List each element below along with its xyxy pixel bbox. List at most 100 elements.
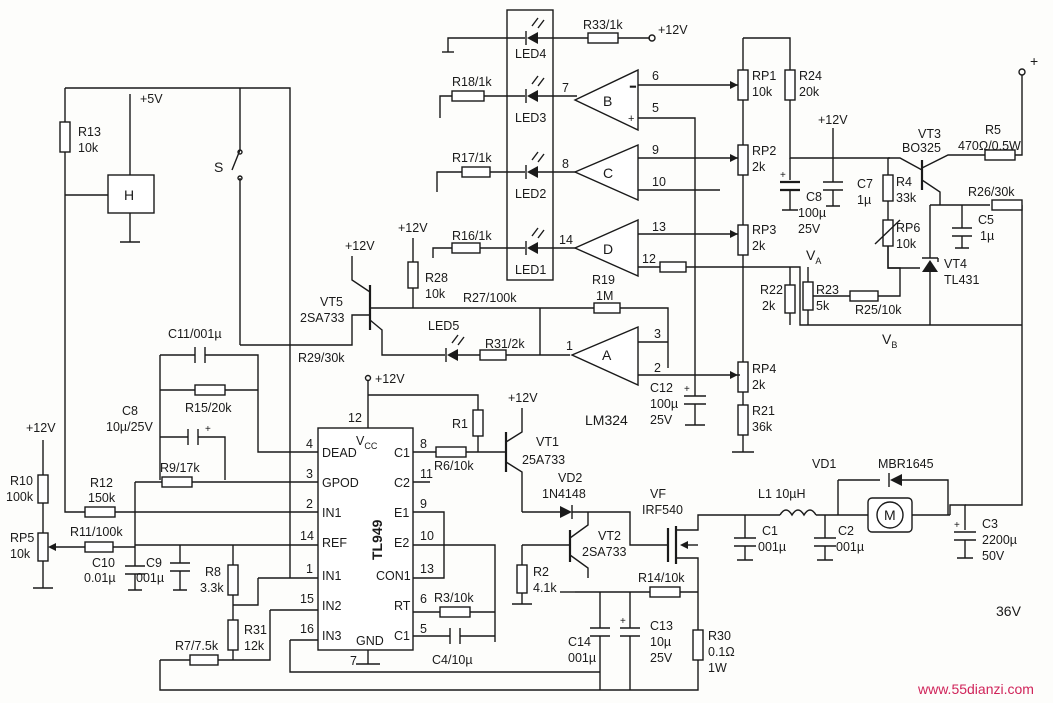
pin6-label: 6	[652, 69, 659, 83]
vd2-value: 1N4148	[542, 487, 586, 501]
r31a-resistor	[479, 349, 507, 361]
rp2-label: RP2	[752, 144, 776, 158]
r31b-value: 12k	[244, 639, 265, 653]
r23-label: R23	[816, 283, 839, 297]
c1-value: 001µ	[758, 540, 786, 554]
r22-value: 2k	[762, 299, 776, 313]
rp4-resistor	[737, 361, 749, 393]
c2-label: C2	[838, 524, 854, 538]
c7-value: 1µ	[857, 193, 871, 207]
r22-resistor	[784, 284, 796, 314]
tl949-label: TL949	[369, 519, 385, 560]
vt4-label: VT4	[944, 257, 967, 271]
r30-value: 0.1Ω	[708, 645, 735, 659]
rp4-value: 2k	[752, 378, 766, 392]
r31b-label: R31	[244, 623, 267, 637]
r15-resistor	[194, 384, 226, 396]
c8-value: 100µ	[798, 206, 826, 220]
pin7-label: 7	[562, 81, 569, 95]
pin-n7: 7	[350, 654, 357, 668]
svg-text:+: +	[205, 424, 211, 435]
led4-label: LED4	[515, 47, 546, 61]
vt3-label: VT3	[918, 127, 941, 141]
hall-sensor-block: R13 10k +5V H S +12V VT5 2SA733 +12V R28…	[59, 87, 740, 578]
reference-ladder: RP1 10k R24 20k RP2 2k RP3 2k RP4 2k R21…	[730, 37, 902, 453]
rp5-resistor	[37, 532, 49, 562]
rp1-value: 10k	[752, 85, 773, 99]
pin10-label: 10	[652, 175, 666, 189]
pin-c2-label: C2	[394, 476, 410, 490]
r15-label: R15/20k	[185, 401, 232, 415]
c5-label: C5	[978, 213, 994, 227]
v5-label: +5V	[140, 92, 163, 106]
motor-label: M	[884, 507, 896, 523]
c14-value: 001µ	[568, 651, 596, 665]
r7-label: R7/7.5k	[175, 639, 219, 653]
comparator-c	[573, 143, 639, 202]
rp5-value: 10k	[10, 547, 31, 561]
vcc-label: VCC	[356, 434, 378, 451]
pin-e1-label: E1	[394, 506, 409, 520]
svg-text:+: +	[780, 170, 786, 181]
v12-r28-label: +12V	[398, 221, 428, 235]
vd2-symbol	[560, 506, 572, 518]
c10-label: C10	[92, 556, 115, 570]
v12-left-label: +12V	[26, 421, 56, 435]
r2-label: R2	[533, 565, 549, 579]
r25-label: R25/10k	[855, 303, 902, 317]
pin-con1-label: CON1	[376, 569, 411, 583]
pin-n10: 10	[420, 529, 434, 543]
r12-resistor	[84, 506, 116, 518]
motor-housing	[867, 497, 913, 533]
v12-c8-label: +12V	[818, 113, 848, 127]
r23-value: 5k	[816, 299, 830, 313]
pin-n12: 12	[348, 411, 362, 425]
led1-symbol	[527, 242, 538, 254]
rp3-value: 2k	[752, 239, 766, 253]
led5-label: LED5	[428, 319, 459, 333]
c9-value: 001µ	[136, 571, 164, 585]
vt5-value: 2SA733	[300, 311, 345, 325]
r21-value: 36k	[752, 420, 773, 434]
vt1-label: VT1	[536, 435, 559, 449]
r16-resistor	[451, 242, 481, 254]
vt2-label: VT2	[598, 529, 621, 543]
r4-value: 33k	[896, 191, 917, 205]
pin-n11: 11	[420, 467, 433, 481]
rp1-label: RP1	[752, 69, 776, 83]
r3-resistor	[439, 606, 471, 618]
c8b-label: C8	[122, 404, 138, 418]
led-frame	[506, 9, 554, 281]
pin-n14: 14	[300, 529, 314, 543]
va-label: VA	[806, 247, 821, 266]
r8-value: 3.3k	[200, 581, 224, 595]
r5-value: 470Ω/0.5W	[958, 139, 1021, 153]
r6-label: R6/10k	[434, 459, 474, 473]
vd1-label: VD1	[812, 457, 836, 471]
pin-n2: 2	[306, 497, 313, 511]
pin-n16: 16	[300, 622, 314, 636]
vt1-value: 25A733	[522, 453, 565, 467]
led-comparator-block: R33/1k +12V LED4 R18/1k LED3 B 7 6 5 − +…	[432, 9, 1022, 388]
pin-ref-label: REF	[322, 536, 347, 550]
rp6-resistor	[882, 219, 894, 247]
site-watermark: www.55dianzi.com	[917, 681, 1034, 697]
r33-label: R33/1k	[583, 18, 623, 32]
r30-resistor	[692, 629, 704, 661]
r13-resistor	[59, 121, 71, 153]
svg-text:+: +	[620, 616, 626, 627]
c7-label: C7	[857, 177, 873, 191]
regulator-block: +12V + C8 100µ 25V C7 1µ R4 33k RP6 10k …	[780, 53, 1038, 325]
pin-n1: 1	[306, 562, 313, 576]
pin-in1b-label: IN1	[322, 569, 342, 583]
power-stage: +12V VT1 25A733 VD2 1N4148 VT2 2SA733 R2…	[495, 325, 1023, 691]
c8-label: C8	[806, 190, 822, 204]
vt5-label: VT5	[320, 295, 343, 309]
r10-label: R10	[10, 474, 33, 488]
r8-resistor	[227, 564, 239, 596]
lm324-label: LM324	[585, 412, 628, 428]
pin-n6: 6	[420, 592, 427, 606]
pin-n3: 3	[306, 467, 313, 481]
pin-n15: 15	[300, 592, 314, 606]
